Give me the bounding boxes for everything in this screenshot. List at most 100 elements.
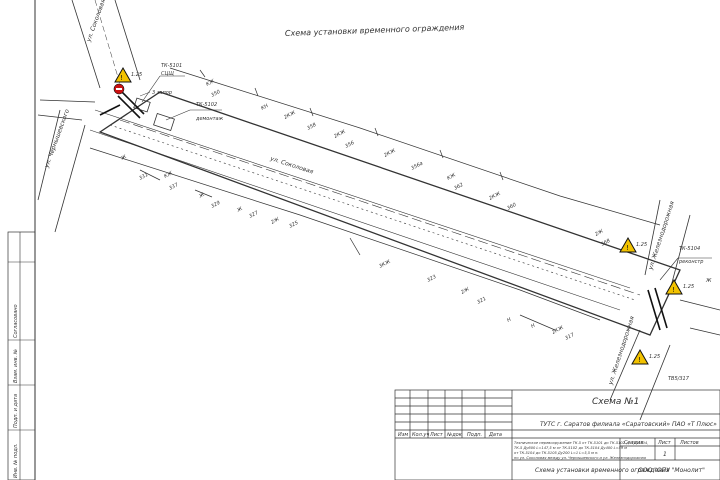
bld-l-2: КЖ [163,170,174,180]
bld-u-10: 362 [453,182,464,192]
callout-tk5104-code: ТК-5104 [679,246,700,252]
tb-note-1: Техническое перевооружение ТК-5 от ТК-51… [514,441,648,445]
bld-l-14: Н [506,317,512,324]
sign-label-3: 1.25 [683,284,694,290]
bld-u-3: 2КЖ [283,109,297,120]
bld-l-11: 323 [426,274,437,284]
bld-u-7: 2КЖ [383,147,397,158]
callout-tk5101-desc: СЦЩ [161,71,174,77]
tb-stage-header: Стадия [624,440,643,446]
building-labels-lower: Ж 331 КЖ 337 Ж 329 Ж 327 2Ж 325 3КЖ 323 … [119,154,712,382]
street-label-right-lower: ул. Железнодорожная [607,315,636,387]
bld-l-8: 2Ж [270,216,281,226]
project-name: ТУТС г. Саратов филиала «Саратовский» ПА… [540,421,717,428]
stamp-inv-no: Инв. № подл. [13,444,19,479]
stamp-sign-date: Подп. и дата [13,394,19,428]
callout-tk5104: ТК-5104 реконстр [659,246,712,281]
bld-l-5: 329 [210,200,221,210]
title-block-text: Схема №1 ТУТС г. Саратов филиала «Сарато… [398,397,717,474]
tb-header-sign: Подп. [467,432,482,438]
bld-u-11: 2КЖ [488,190,502,201]
bld-u-8: 356а [410,161,424,172]
bld-l-16: 2КЖ [551,324,565,335]
callout-tk5102-code: ТК-5102 [196,102,217,108]
road-work-sign: ! 1.25 [619,236,647,253]
frontage-upper [169,67,661,226]
bld-u-9: КЖ [446,172,457,182]
bld-l-3: 337 [168,182,180,192]
tb-sheet-header: Лист [657,440,672,446]
organization-name: ООО "ОПУ "Монолит" [638,467,705,474]
tb-note-4: по ул. Соколовая между ул. Чернышевского… [514,456,647,460]
drawing-name: Схема установки временного ограждения [535,467,670,474]
side-stamp: Согласовано Взам. инв. № Подп. и дата Ин… [7,231,36,480]
tb-header-sheet: Лист [429,432,444,438]
tb-header-qty: Кол.уч [412,432,429,438]
street-label-right-upper: ул. Железнодорожная [647,200,676,272]
bld-u-0: КЖ [205,78,216,88]
stamp-replace-inv: Взам. инв. № [13,349,19,383]
road-work-sign: ! 1.25 [665,278,694,295]
bld-u-13: 2Ж [594,228,605,238]
street-label-top-left: ул. Соколовая [85,0,107,44]
tb-sheet-value: 1 [663,451,667,458]
pit-tk5102 [153,113,175,131]
bld-l-17: 317 [564,332,576,342]
callout-tk5102: ТК-5102 демонтаж [165,102,224,122]
tb-header-change: Изм [398,432,408,438]
callout-tk5102-desc: демонтаж [195,116,224,122]
bld-u-14: 368 [600,238,611,248]
callout-tk5104-desc: реконстр [678,259,703,265]
callout-tk5101-code: ТК-5101 [161,63,182,69]
main-road [89,91,681,336]
sign-label-1: 1.25 [131,72,142,78]
callout-tk5101: ТК-5101 СЦЩ [141,63,185,103]
bld-l-4: Ж [197,192,206,201]
road-work-sign: ! 1.25 [114,66,142,83]
barrier-right [647,287,668,331]
bld-l-12: 2Ж [460,286,471,296]
tb-header-date: Дата [488,432,502,438]
bld-u-1: 350 [210,89,221,99]
no-entry-sign [113,83,125,95]
tb-note-3: от ТК-5104 до ТК-5105 Ду200 L=1 L=5,5 м … [514,451,599,455]
bld-u-2: КН [260,103,269,112]
bld-l-15: Н [530,323,536,330]
stamp-agreed: Согласовано [13,304,19,338]
bld-l-10: 3КЖ [378,258,392,269]
bld-l-13: 321 [476,296,487,306]
bld-l-7: 327 [248,210,260,220]
street-left [37,99,96,233]
bld-l-9: 325 [288,220,299,230]
svg-text:!: ! [672,286,675,294]
callout-zapor: 3 запор [139,90,172,97]
building-labels-upper: КЖ 350 КН 2КЖ 358 2КЖ 356 2КЖ 356а КЖ 36… [205,78,611,248]
svg-text:!: ! [120,74,123,82]
bld-l-1: 331 [138,172,149,182]
svg-text:!: ! [638,356,641,364]
street-top-left [71,0,141,89]
tb-sheets-header: Листов [679,440,699,446]
frontage-lower [89,147,601,331]
bld-l-0: Ж [119,154,128,163]
tb-header-doc: №док [446,432,462,438]
bld-r-1: Ж [705,278,712,284]
svg-text:!: ! [626,244,629,252]
scheme-title: Схема установки временного ограждения [285,23,465,38]
title-block [394,389,720,480]
bld-r-0: ТВ5/317 [668,376,690,382]
callout-zapor-text: 3 запор [152,90,172,96]
road-work-sign: ! 1.25 [631,348,660,365]
bld-u-12: 360 [506,202,517,212]
bld-u-4: 358 [306,122,317,132]
street-label-main: ул. Соколовая [268,155,314,176]
bld-l-6: Ж [235,206,244,215]
sign-label-2: 1.25 [636,242,647,248]
street-right [609,199,720,421]
bld-u-5: 2КЖ [333,128,347,139]
bld-u-6: 356 [344,140,355,150]
sign-label-4: 1.25 [649,354,660,360]
scheme-number: Схема №1 [592,397,639,407]
